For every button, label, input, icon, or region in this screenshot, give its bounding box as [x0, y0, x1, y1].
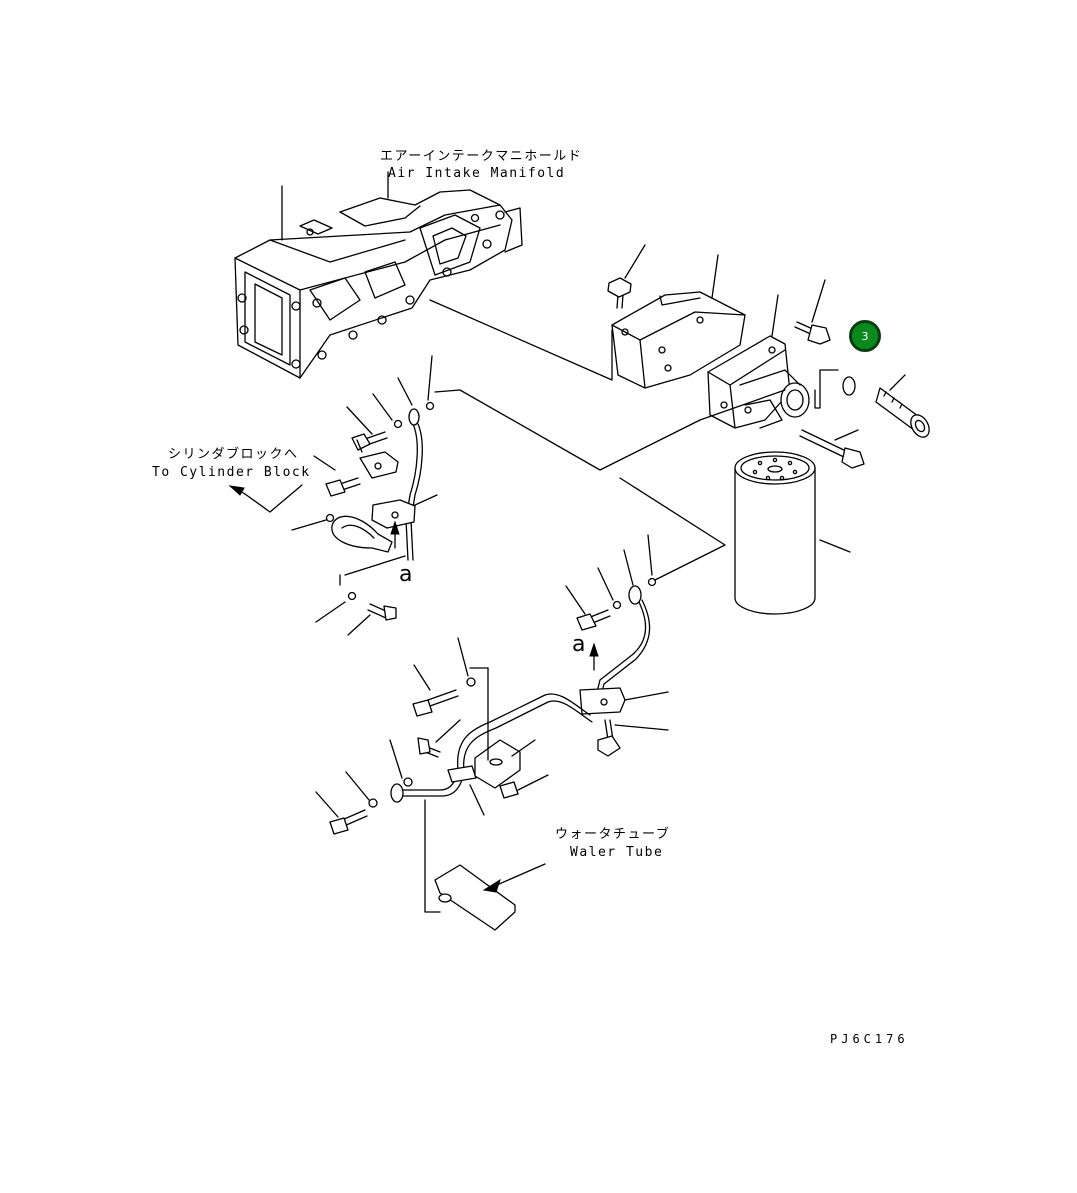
water-tube-label-en: Waler Tube: [570, 845, 664, 860]
reference-a-upper: a: [399, 562, 413, 587]
water-tube: [434, 864, 516, 931]
lower-tube-assembly: [329, 677, 593, 835]
cylinder-label-jp: シリンダブロックへ: [168, 447, 299, 462]
right-pipe-assembly: [576, 577, 657, 757]
filter-bracket: [611, 291, 746, 389]
cylinder-label-en: To Cylinder Block: [152, 465, 311, 480]
left-pipe-assembly: [325, 401, 435, 621]
long-bolt: [799, 429, 865, 469]
leader-lines: [244, 171, 906, 913]
drawing-code: PJ6C176: [830, 1032, 909, 1046]
filter-head: [707, 335, 810, 429]
manifold-label-jp: エアーインテークマニホールド: [380, 149, 583, 164]
reference-a-lower: a: [572, 632, 586, 657]
filter-cartridge: [734, 451, 816, 615]
head-bolt: [794, 321, 831, 345]
bracket-bolt: [607, 277, 632, 309]
manifold-label-en: Air Intake Manifold: [388, 166, 566, 181]
o-ring-and-plug: [842, 376, 930, 438]
water-tube-label-jp: ウォータチューブ: [555, 827, 671, 842]
air-intake-manifold: [234, 189, 523, 379]
part-callout-3[interactable]: 3: [849, 320, 881, 352]
reference-arrows: [228, 485, 599, 893]
